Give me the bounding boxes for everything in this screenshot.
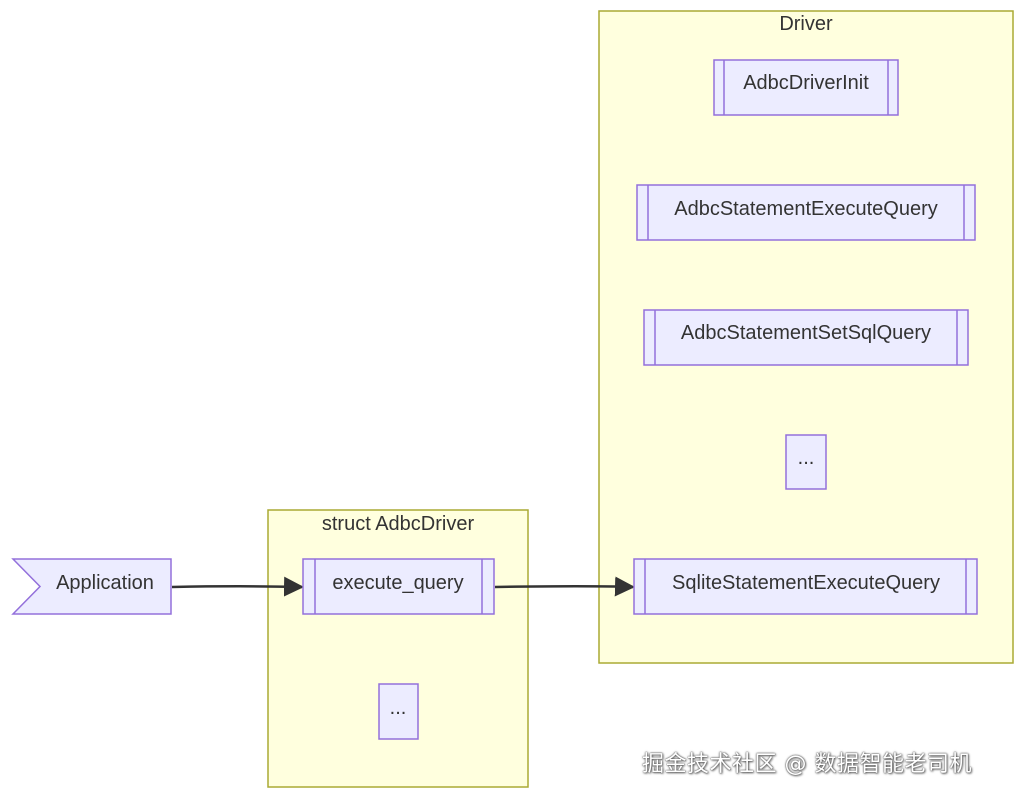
node-adbc-statement-set-sql-query: AdbcStatementSetSqlQuery [643,309,969,366]
node-application: Application [11,558,172,615]
node-execute-query-label: execute_query [332,572,463,594]
cluster-adbc-driver: struct AdbcDriver [267,509,529,788]
node-adbc-statement-execute-query-label: AdbcStatementExecuteQuery [674,198,937,220]
edges [171,576,635,597]
node-execute-query: execute_query [302,558,495,615]
node-adbc-statement-set-sql-query-label: AdbcStatementSetSqlQuery [681,322,931,344]
watermark: 掘金技术社区 @ 数据智能老司机 [642,752,972,777]
node-application-label: Application [56,572,154,594]
node-adbc-driver-init: AdbcDriverInit [713,59,899,116]
edge-execute-query-to-sqlite [494,576,635,597]
node-adbc-ellipsis: ... [378,683,419,740]
node-adbc-driver-init-label: AdbcDriverInit [743,72,869,94]
node-driver-ellipsis: ... [785,434,827,490]
cluster-adbc-driver-title: struct AdbcDriver [322,513,475,535]
node-sqlite-statement-execute-query-label: SqliteStatementExecuteQuery [672,572,940,594]
node-adbc-ellipsis-label: ... [390,697,407,719]
node-driver-ellipsis-label: ... [798,447,815,469]
cluster-driver-title: Driver [779,13,833,35]
edge-application-to-execute-query [171,576,304,597]
node-sqlite-statement-execute-query: SqliteStatementExecuteQuery [633,558,978,615]
node-adbc-statement-execute-query: AdbcStatementExecuteQuery [636,184,976,241]
